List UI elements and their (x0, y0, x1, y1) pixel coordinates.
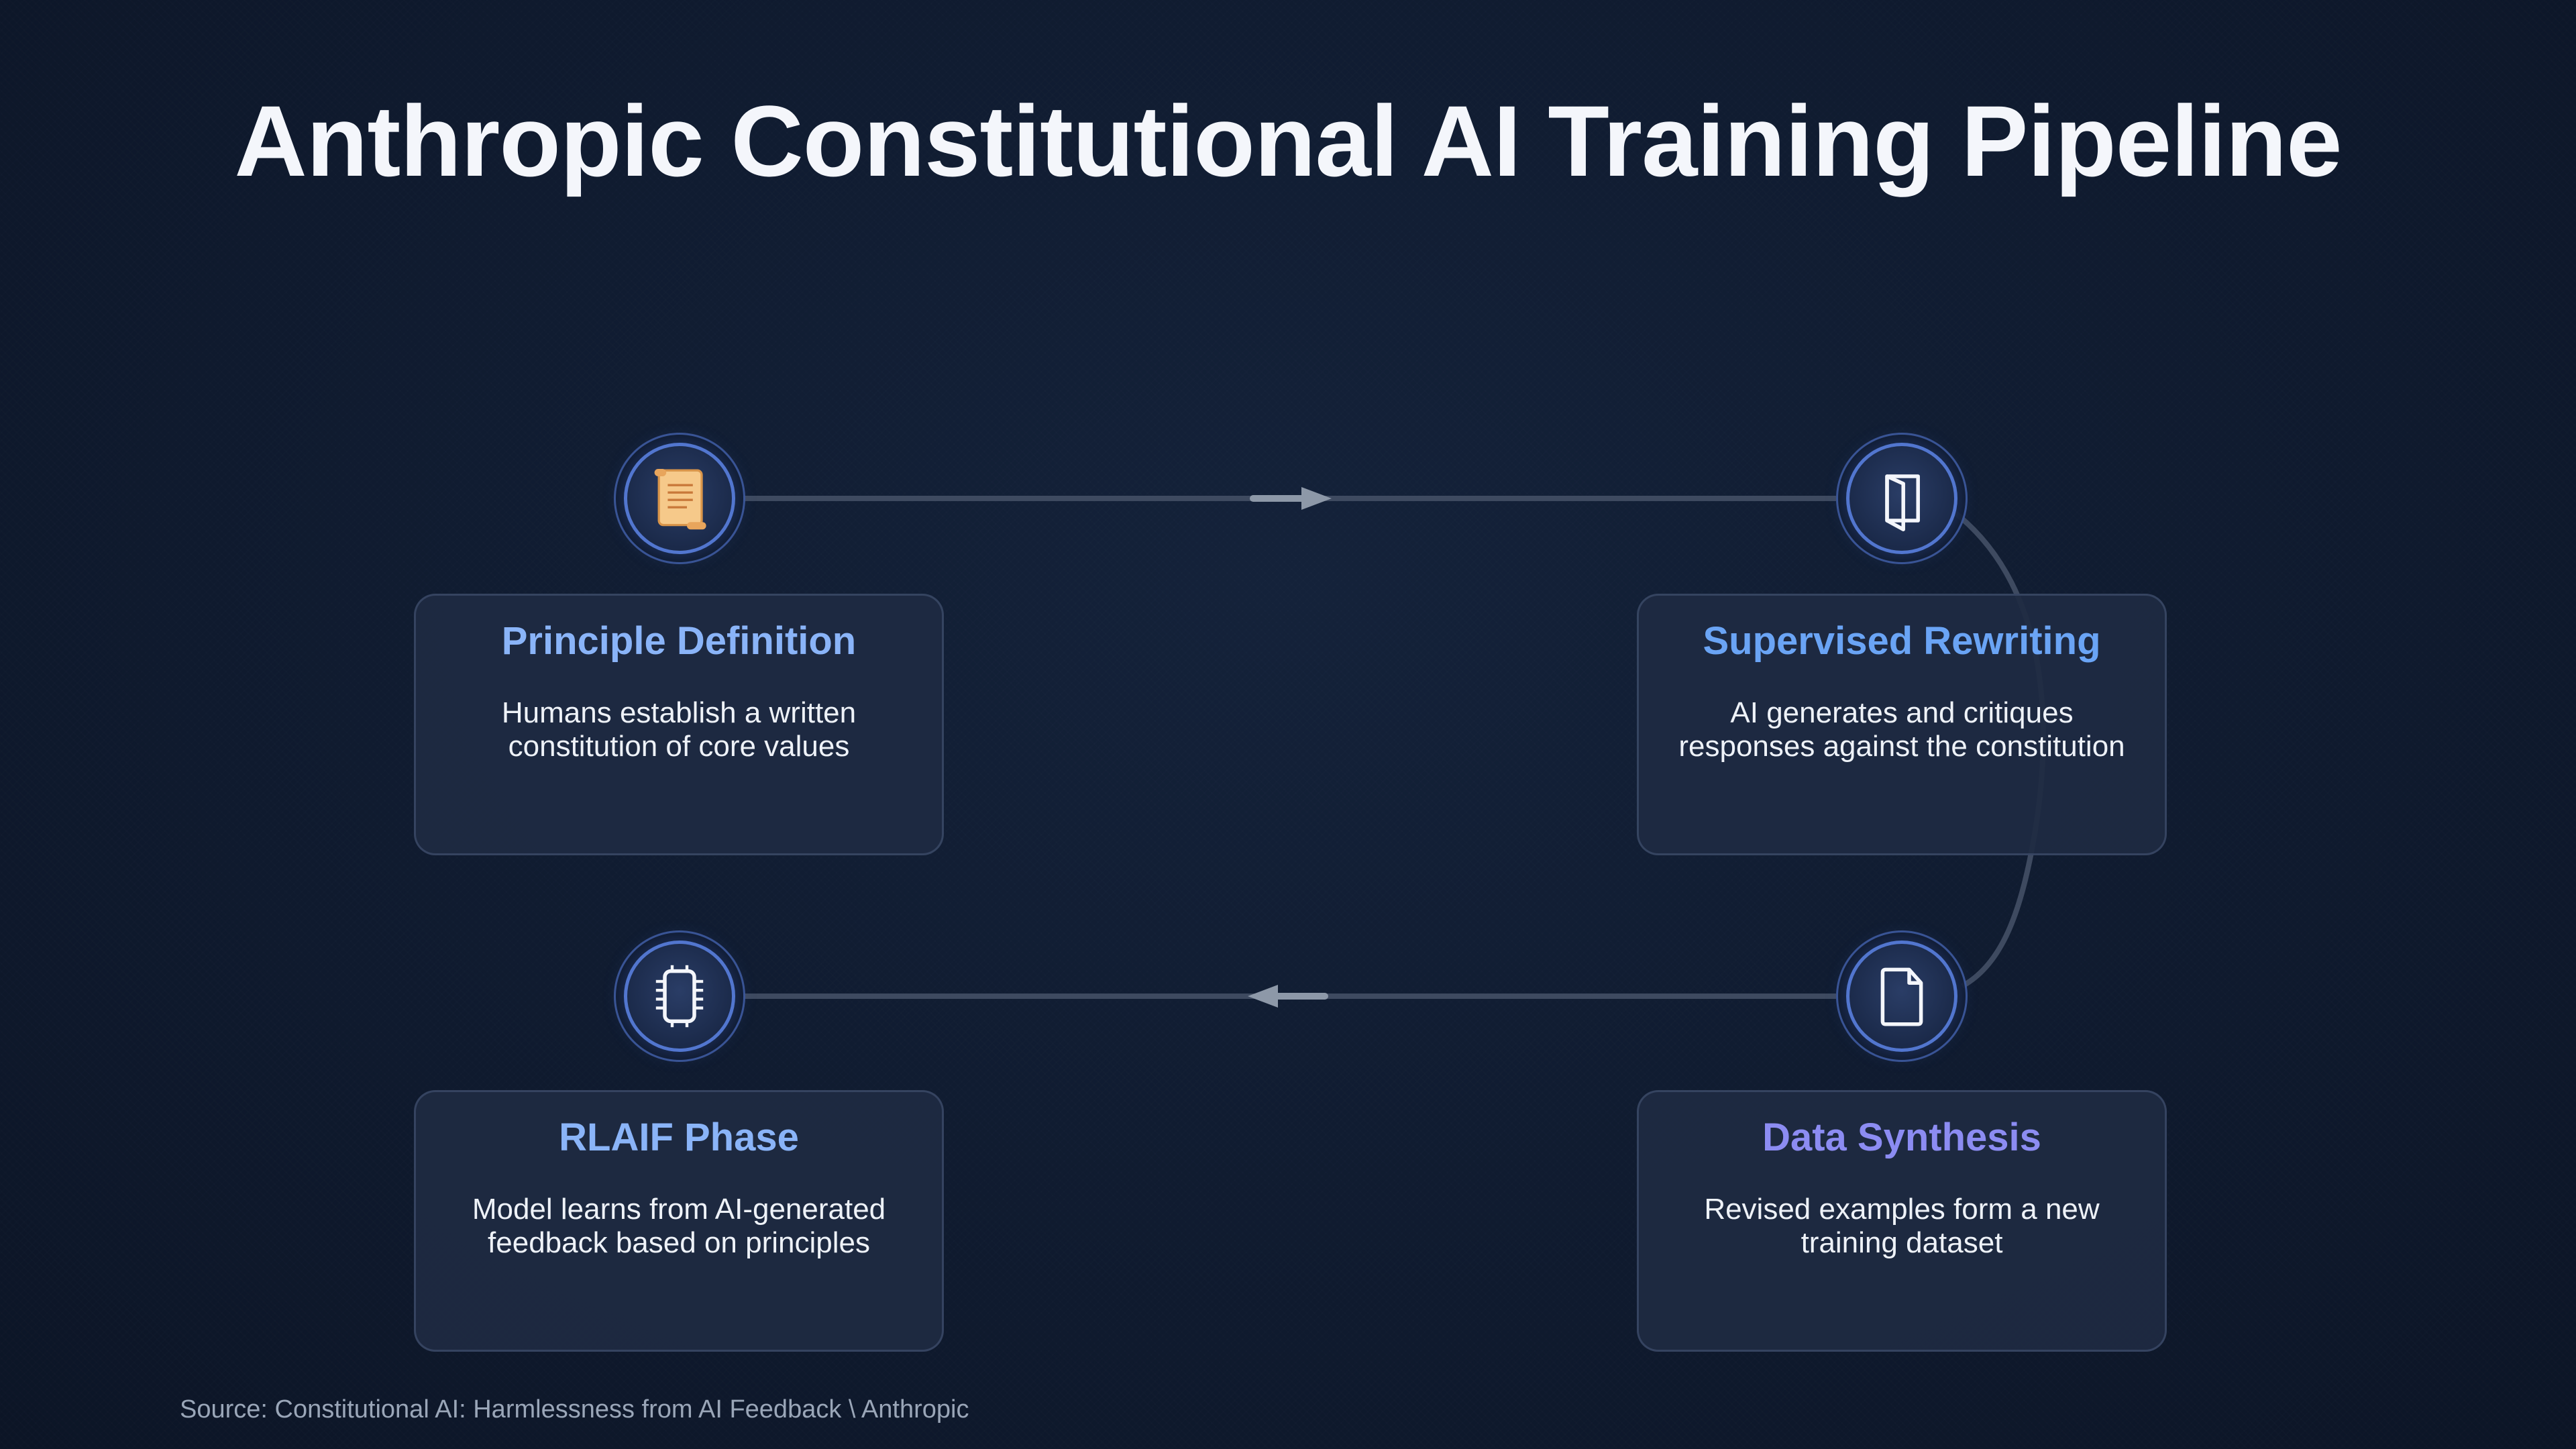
step-description: Model learns from AI-generated feedback … (472, 1193, 886, 1259)
scroll-icon (654, 469, 706, 530)
step-node-synthesis (1836, 930, 1968, 1062)
chip-icon (655, 965, 704, 1028)
source-caption: Source: Constitutional AI: Harmlessness … (180, 1395, 969, 1424)
book-icon (1885, 474, 1920, 531)
step-node-principle (614, 433, 745, 564)
step-title: RLAIF Phase (559, 1116, 799, 1159)
step-card-rlaif: RLAIF Phase Model learns from AI-generat… (414, 1090, 944, 1352)
step-description: Humans establish a written constitution … (501, 696, 857, 763)
step-card-principle: Principle Definition Humans establish a … (414, 594, 944, 855)
step-description: Revised examples form a new training dat… (1704, 1193, 2100, 1259)
step-title: Data Synthesis (1762, 1116, 2041, 1159)
step-card-supervised: Supervised Rewriting AI generates and cr… (1637, 594, 2167, 855)
step-card-synthesis: Data Synthesis Revised examples form a n… (1637, 1090, 2167, 1352)
step-title: Principle Definition (501, 619, 857, 663)
arrow-left-icon (1248, 985, 1328, 1008)
step-description: AI generates and critiques responses aga… (1678, 696, 2125, 763)
document-icon (1880, 967, 1923, 1026)
arrow-right-icon (1250, 487, 1332, 510)
page-title: Anthropic Constitutional AI Training Pip… (234, 85, 2342, 197)
step-node-supervised (1836, 433, 1968, 564)
step-node-rlaif (614, 930, 745, 1062)
step-title: Supervised Rewriting (1703, 619, 2101, 663)
